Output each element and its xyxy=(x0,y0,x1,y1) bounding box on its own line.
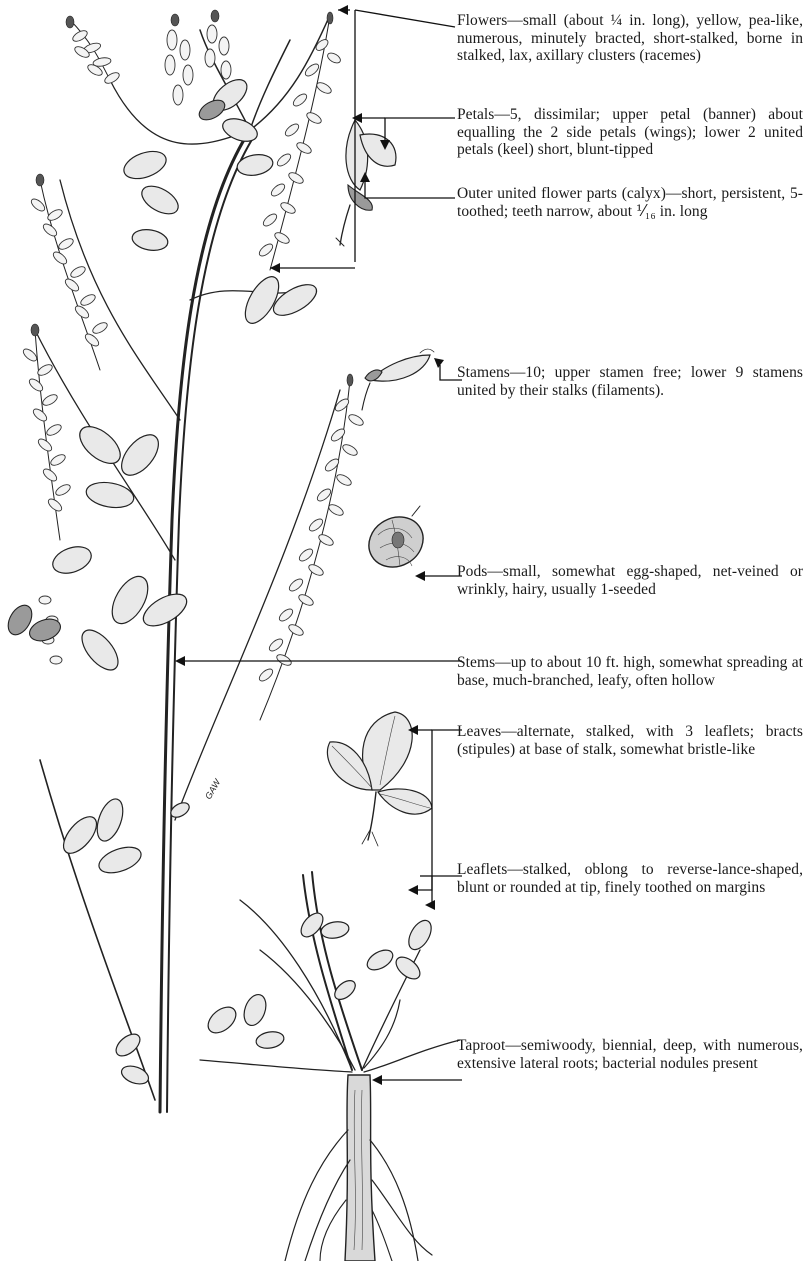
label-pods: Pods—small, somewhat egg-shaped, net-vei… xyxy=(457,563,803,598)
label-leaves-text: Leaves—alternate, stalked, with 3 leafle… xyxy=(457,723,803,758)
raceme-left-middle xyxy=(21,324,72,540)
flower-detail xyxy=(336,120,396,246)
raceme-left-upper xyxy=(29,174,109,370)
raceme-top-left xyxy=(66,16,121,85)
label-stems: Stems—up to about 10 ft. high, somewhat … xyxy=(457,654,803,689)
label-petals-text: Petals—5, dissimilar; upper petal (banne… xyxy=(457,106,803,159)
label-leaves: Leaves—alternate, stalked, with 3 leafle… xyxy=(457,723,803,758)
artist-signature: GAW xyxy=(203,776,223,801)
raceme-center-right xyxy=(257,374,365,720)
pod-detail xyxy=(360,506,432,577)
taproot xyxy=(285,1075,432,1261)
label-taproot: Taproot—semiwoody, biennial, deep, with … xyxy=(457,1037,803,1072)
label-pods-text: Pods—small, somewhat egg-shaped, net-vei… xyxy=(457,563,803,598)
raceme-right-long xyxy=(257,12,342,270)
label-flowers-text: Flowers—small (about ¼ in. long), yellow… xyxy=(457,12,803,65)
upper-branches xyxy=(35,15,340,820)
label-stamens-text: Stamens—10; upper stamen free; lower 9 s… xyxy=(457,364,803,399)
label-leaflets: Leaflets—stalked, oblong to reverse-lanc… xyxy=(457,861,803,896)
label-petals: Petals—5, dissimilar; upper petal (banne… xyxy=(457,106,803,159)
label-stems-text: Stems—up to about 10 ft. high, somewhat … xyxy=(457,654,803,689)
stamen-detail xyxy=(362,349,434,410)
label-taproot-text: Taproot—semiwoody, biennial, deep, with … xyxy=(457,1037,803,1072)
label-stamens: Stamens—10; upper stamen free; lower 9 s… xyxy=(457,364,803,399)
label-calyx: Outer united flower parts (calyx)—short,… xyxy=(457,185,803,220)
root-crown xyxy=(200,872,460,1072)
label-calyx-text: Outer united flower parts (calyx)—short,… xyxy=(457,185,803,220)
label-leaflets-text: Leaflets—stalked, oblong to reverse-lanc… xyxy=(457,861,803,896)
label-flowers: Flowers—small (about ¼ in. long), yellow… xyxy=(457,12,803,65)
